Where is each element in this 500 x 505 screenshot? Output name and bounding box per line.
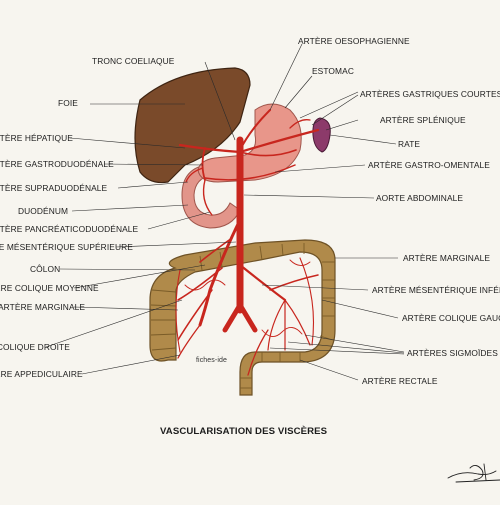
label-artere-pancreaticoduodenale: ARTÈRE PANCRÉATICODUODÉNALE [0, 224, 139, 234]
label-estomac: ESTOMAC [312, 66, 354, 76]
arteries [175, 109, 320, 376]
label-duodenum: DUODÉNUM [18, 206, 68, 216]
label-artere-marginale-droite: ARTÈRE MARGINALE [403, 253, 490, 263]
label-foie: FOIE [58, 98, 78, 108]
superior-mesenteric-vessel [198, 218, 242, 327]
right-colic-vessel [177, 267, 223, 301]
label-artere-gastroduodenale: ARTÈRE GASTRODUODÉNALE [0, 159, 114, 169]
supraduodenal-vessel [185, 167, 204, 183]
inferior-mesenteric-vessel [238, 263, 287, 302]
label-artere-rectale: ARTÈRE RECTALE [362, 376, 438, 386]
label-artere-mesenterique-inferieure: ARTÈRE MÉSENTÉRIQUE INFÉRIEURE [372, 285, 500, 295]
spleen-organ [312, 117, 331, 153]
gastroduodenal-vessel [201, 147, 206, 181]
short-gastric-vessel [289, 119, 311, 129]
credit-text: fiches-ide [196, 357, 227, 364]
label-arteres-sigmoides: ARTÈRES SIGMOÏDES [407, 348, 498, 358]
label-artere-colique-moyenne: ARTÈRE COLIQUE MOYENNE [0, 283, 99, 293]
label-artere-splenique: ARTÈRE SPLÉNIQUE [380, 115, 466, 125]
hepatic-vessel [178, 143, 242, 154]
diagram-title: VASCULARISATION DES VISCÈRES [160, 425, 328, 437]
arcades-vessel [184, 259, 311, 337]
gastric-vessel [239, 149, 297, 157]
iliac-right-vessel [237, 302, 258, 333]
middle-colic-vessel [199, 237, 233, 263]
gastro-omental-vessel [204, 164, 296, 181]
label-artere-hepatique: ARTÈRE HÉPATIQUE [0, 133, 73, 143]
pancreaticoduodenal-vessel [202, 179, 213, 216]
label-tronc-coeliaque: TRONC COELIAQUE [92, 56, 175, 66]
leader-lines [45, 43, 405, 381]
sigmoid-vessels [267, 299, 311, 351]
liver-organ [134, 67, 251, 184]
label-colon: CÔLON [30, 264, 60, 274]
label-artere-oesophagienne: ARTÈRE OESOPHAGIENNE [298, 36, 410, 46]
label-artere-marginale-gauche: ARTÈRE MARGINALE [0, 302, 85, 312]
label-aorte-abdominale: AORTE ABDOMINALE [376, 193, 463, 203]
label-artere-colique-droite: ARTÈRE COLIQUE DROITE [0, 342, 70, 352]
signature-mark [447, 463, 500, 483]
label-artere-supraduodenale: ARTÈRE SUPRADUODÉNALE [0, 183, 108, 193]
labels: TRONC COELIAQUE ARTÈRE OESOPHAGIENNE EST… [0, 36, 500, 437]
ileocolic-vessel [177, 289, 213, 341]
colon-shape [149, 239, 336, 396]
oesophageal-vessel [239, 109, 271, 151]
colon-organ [149, 239, 336, 396]
marginal-left-vessel [299, 257, 314, 346]
appendicular-vessel [177, 324, 201, 359]
label-artere-appediculaire: ARTÈRE APPEDICULAIRE [0, 369, 83, 379]
label-artere-colique-gauche: ARTÈRE COLIQUE GAUCHE [402, 313, 500, 323]
stomach-organ [197, 103, 302, 183]
label-arteres-gastriques-courtes: ARTÈRES GASTRIQUES COURTES [360, 89, 500, 99]
splenic-vessel [238, 128, 320, 154]
label-artere-gastro-omentale: ARTÈRE GASTRO-OMENTALE [368, 160, 490, 170]
label-rate: RATE [398, 139, 420, 149]
marginal-right-vessel [175, 269, 181, 353]
colon-haustra [150, 243, 335, 389]
left-colic-vessel [269, 274, 319, 291]
label-artere-mesenterique-superieure: ARTÈRE MÉSENTÉRIQUE SUPÉRIEURE [0, 242, 133, 252]
duodenum-organ [181, 164, 241, 229]
iliac-left-vessel [222, 302, 243, 333]
